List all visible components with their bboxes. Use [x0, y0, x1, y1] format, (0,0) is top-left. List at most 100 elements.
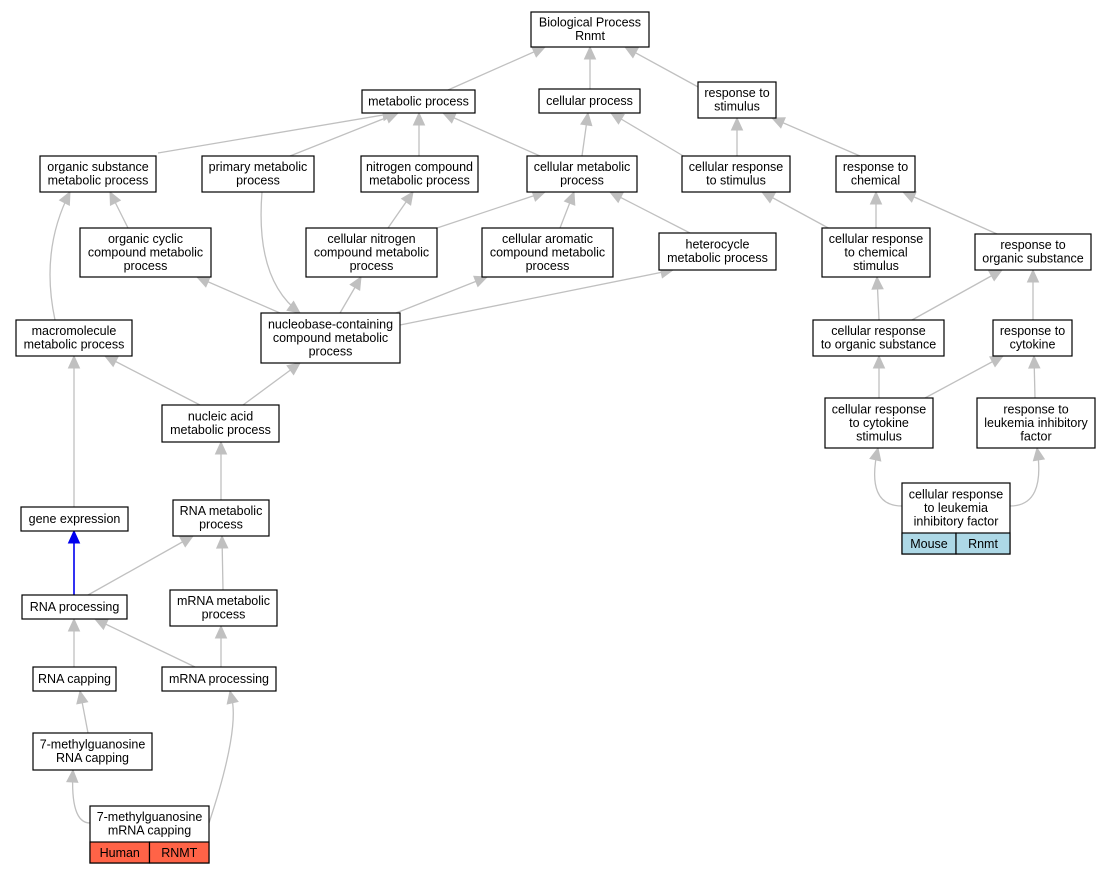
species-tag-label: Rnmt	[968, 537, 998, 551]
node-label-line: process	[236, 174, 280, 188]
node-label-line: process	[309, 344, 353, 358]
node-label-line: Rnmt	[575, 29, 605, 43]
node-label-line: cellular nitrogen	[327, 232, 415, 246]
edge-arrowhead	[67, 354, 81, 369]
node-label-line: 7-methylguanosine	[97, 810, 203, 824]
node-label-line: response to	[1000, 324, 1065, 338]
node-label-line: primary metabolic	[209, 160, 308, 174]
node-label-line: metabolic process	[170, 423, 271, 437]
node-label-line: metabolic process	[667, 251, 768, 265]
edges-layer	[49, 45, 1046, 824]
node-label-line: stimulus	[714, 100, 760, 114]
edge-gene-expr-to-macro	[67, 354, 81, 507]
edge-arrowhead	[1028, 354, 1041, 369]
node-label-line: cellular metabolic	[534, 160, 631, 174]
edge-line	[289, 112, 399, 157]
node-label-line: compound metabolic	[490, 245, 605, 259]
node-label-line: to leukemia	[924, 501, 988, 515]
node-mrna-proc[interactable]: mRNA processing	[161, 666, 277, 692]
edge-arrowhead	[609, 112, 625, 125]
edge-arrowhead	[473, 275, 489, 288]
node-gene-expr[interactable]: gene expression	[20, 506, 129, 532]
node-box	[161, 666, 277, 692]
edge-line	[924, 355, 1004, 399]
edge-line	[94, 618, 196, 668]
node-label-line: 7-methylguanosine	[40, 738, 146, 752]
node-label-line: compound metabolic	[88, 245, 203, 259]
edge-arrowhead	[214, 624, 228, 639]
node-metabolic[interactable]: metabolic process	[361, 89, 476, 114]
node-label-line: process	[202, 608, 246, 622]
edge-arrowhead	[730, 116, 744, 131]
species-tag-cell	[955, 532, 1011, 555]
node-rna-cap[interactable]: RNA capping	[32, 666, 117, 692]
node-label-line: response to	[843, 160, 908, 174]
node-label-line: process	[199, 518, 243, 532]
edge-nucleobase-to-primary	[260, 191, 301, 314]
edge-arrowhead	[215, 534, 229, 549]
node-label-line: metabolic process	[48, 174, 149, 188]
node-rna-proc[interactable]: RNA processing	[21, 594, 128, 620]
node-label-line: cellular aromatic	[502, 232, 593, 246]
edge-primary-to-metabolic	[289, 111, 400, 157]
edge-arrowhead	[583, 45, 597, 60]
node-label-line: process	[526, 259, 570, 273]
edge-cell-resp-chem-to-resp-chem	[869, 190, 883, 228]
node-cellular[interactable]: cellular process	[538, 88, 641, 114]
node-label-line: to stimulus	[706, 174, 766, 188]
node-label-line: cellular response	[909, 487, 1004, 501]
node-label-line: response to	[704, 86, 769, 100]
edge-arrowhead	[872, 354, 886, 369]
node-label-line: to chemical	[844, 245, 907, 259]
node-label-line: RNA processing	[30, 600, 120, 614]
edge-line	[208, 690, 234, 824]
edge-arrowhead	[226, 689, 239, 705]
edge-nitrogen-to-metabolic	[412, 111, 426, 156]
edge-cell-resp-lif-to-cell-resp-cyto	[869, 446, 903, 507]
edge-resp-chem-to-resp-stim	[770, 117, 861, 157]
node-label-line: RNA capping	[38, 672, 111, 686]
edge-arrowhead	[531, 46, 547, 58]
edge-line	[49, 191, 71, 321]
node-box	[32, 732, 153, 771]
edge-rna-proc-to-gene-expr	[67, 529, 81, 595]
edge-arrowhead	[195, 276, 211, 288]
edge-org-cyclic-to-org-sub	[109, 190, 129, 229]
node-label-line: nucleic acid	[188, 410, 253, 424]
node-box	[821, 227, 931, 278]
edge-cell-nitrogen-to-nitrogen	[387, 191, 414, 229]
node-box	[681, 155, 791, 193]
edge-arrowhead	[76, 689, 89, 705]
node-box	[835, 155, 916, 193]
edge-line	[447, 46, 546, 91]
node-box	[169, 589, 278, 627]
node-box	[260, 312, 401, 364]
